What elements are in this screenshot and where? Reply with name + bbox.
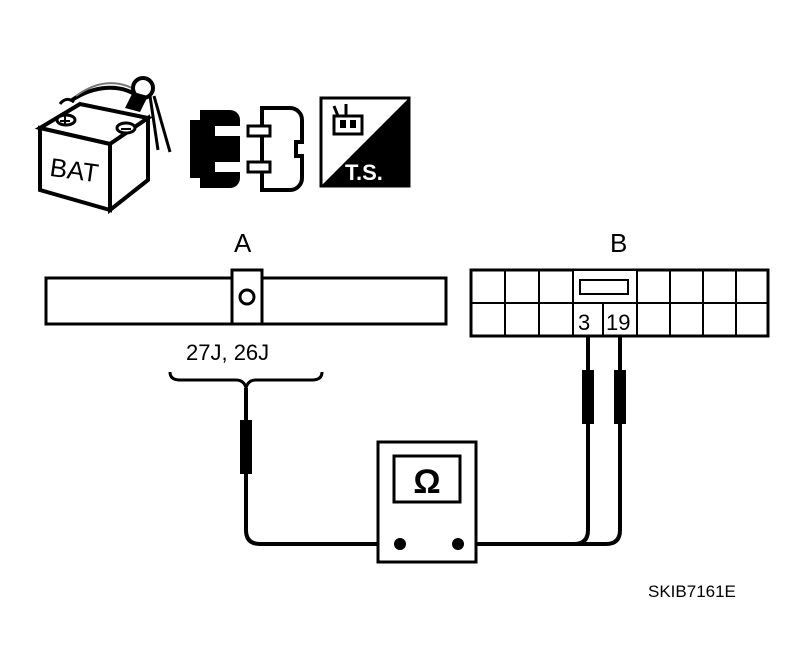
figure-code: SKIB7161E xyxy=(648,582,736,601)
connector-disconnect-icon xyxy=(190,106,304,192)
meter-terminal-left xyxy=(394,538,406,550)
terminal-hole xyxy=(238,288,256,306)
probe-wires xyxy=(240,336,626,546)
connector-a-label: A xyxy=(234,228,252,258)
ohmmeter xyxy=(376,440,478,564)
terminal-brace xyxy=(168,371,324,389)
connector-latch xyxy=(579,279,629,295)
ohm-symbol: Ω xyxy=(413,463,440,501)
ts-label: T.S. xyxy=(345,160,383,185)
pin-3-label: 3 xyxy=(578,310,590,335)
probe-b-pin19 xyxy=(614,370,626,424)
battery-label: BAT xyxy=(48,152,100,188)
connector-b xyxy=(469,268,770,338)
probe-b-pin3 xyxy=(582,370,594,424)
connector-a xyxy=(44,268,448,326)
meter-terminal-right xyxy=(452,538,464,550)
connector-b-label: B xyxy=(610,228,627,258)
probe-a xyxy=(240,420,252,474)
meter-display xyxy=(392,454,462,504)
battery-disconnect-icon xyxy=(34,76,172,215)
pin-19-label: 19 xyxy=(606,310,630,335)
troubleshooting-icon xyxy=(319,96,411,188)
connector-a-terminals: 27J, 26J xyxy=(186,340,269,365)
